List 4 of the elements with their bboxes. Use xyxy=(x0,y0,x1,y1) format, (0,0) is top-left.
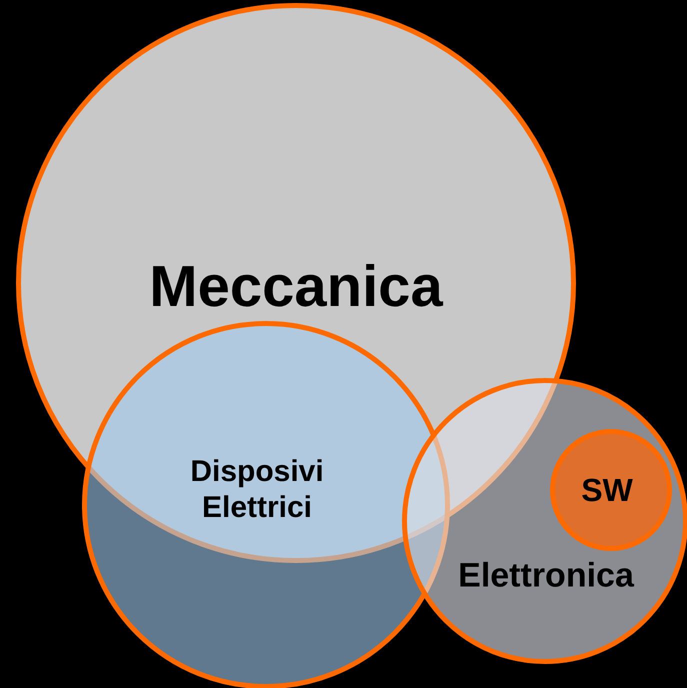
circle-label: Disposivi Elettrici xyxy=(189,454,325,526)
circle-label: SW xyxy=(580,470,634,510)
circle-label: Meccanica xyxy=(148,253,444,322)
circle-label: Elettronica xyxy=(457,556,636,596)
